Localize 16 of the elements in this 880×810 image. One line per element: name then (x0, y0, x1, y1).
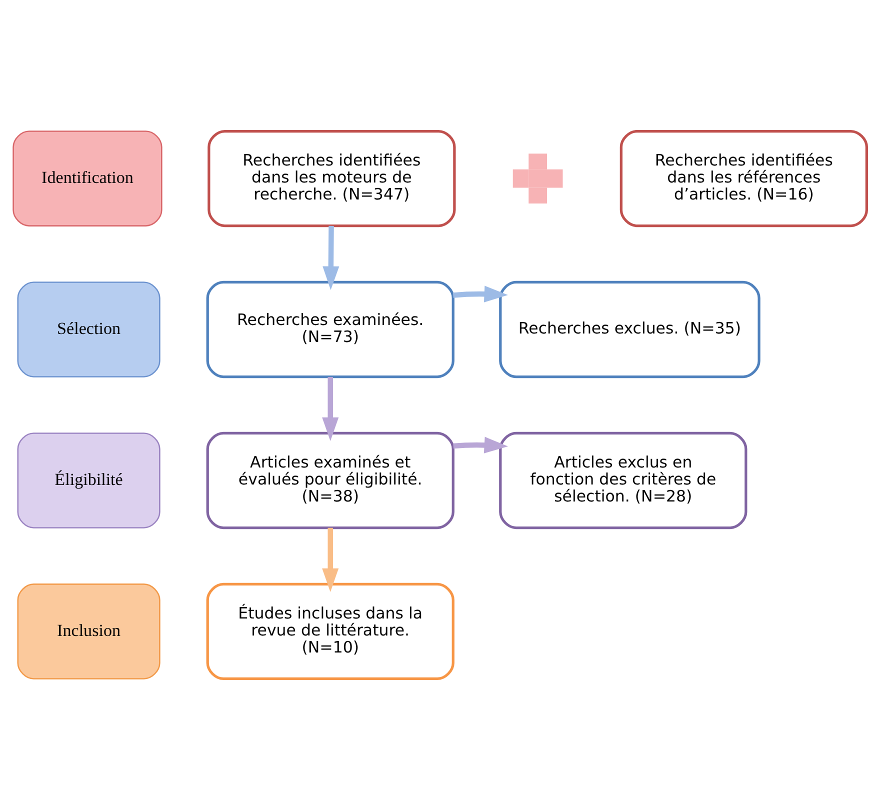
arrow (322, 226, 340, 290)
node-box: Sélection (17, 282, 160, 378)
node-box: Identification (12, 130, 162, 226)
arrow (322, 528, 339, 592)
node-box: Recherches identifiées dans les références d’articles. (N=16) (620, 130, 868, 228)
node-box: Articles examinés et évalués pour éligibilité. (N=38) (206, 432, 454, 530)
arrow (453, 436, 508, 454)
node-box: Études incluses dans la revue de littérature. (N=10) (206, 582, 454, 680)
node-box: Éligibilité (17, 432, 160, 528)
arrow (452, 286, 508, 302)
arrow (322, 376, 339, 442)
node-box: Recherches identifiées dans les moteurs de recherche. (N=347) (208, 130, 456, 228)
node-box: Recherches exclues. (N=35) (499, 280, 760, 378)
node-box: Recherches examinées. (N=73) (206, 280, 454, 378)
node-box: Articles exclus en fonction des critères de sélection. (N=28) (499, 432, 748, 530)
node-box: Inclusion (17, 584, 160, 680)
